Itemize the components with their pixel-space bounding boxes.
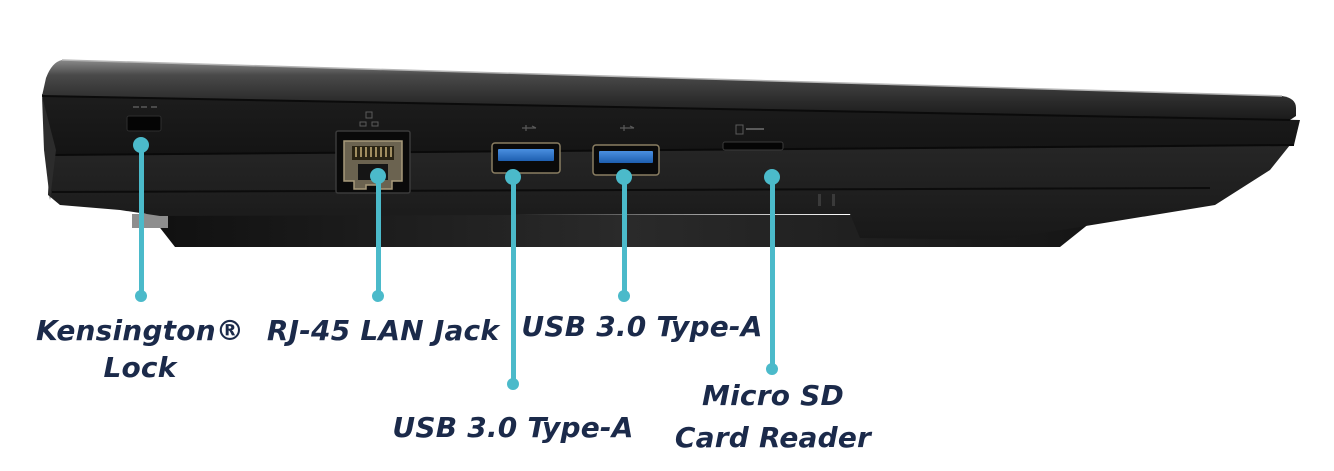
usb-port-2-icon bbox=[592, 125, 660, 176]
label-line: USB 3.0 Type-A bbox=[392, 411, 634, 444]
label-kensington-lock: Kensington® Lock bbox=[36, 312, 244, 386]
label-usb-2: USB 3.0 Type-A bbox=[521, 308, 762, 345]
label-line: USB 3.0 Type-A bbox=[521, 310, 763, 343]
callout-line-kensington bbox=[139, 145, 144, 296]
ethernet-port-icon bbox=[335, 111, 411, 194]
label-micro-sd: Micro SD Card Reader bbox=[675, 375, 871, 459]
callout-dot-usb-2 bbox=[616, 169, 632, 185]
callout-line-micro-sd bbox=[770, 177, 775, 369]
callout-dot-kensington bbox=[133, 137, 149, 153]
callout-end-usb-2 bbox=[618, 290, 630, 302]
callout-end-kensington bbox=[135, 290, 147, 302]
label-line: Micro SD bbox=[702, 379, 844, 412]
laptop-lid bbox=[41, 59, 1296, 121]
hinge-edge bbox=[42, 96, 56, 200]
callout-end-rj45 bbox=[372, 290, 384, 302]
laptop-side-view bbox=[41, 59, 1300, 247]
callout-line-usb-1 bbox=[511, 177, 516, 384]
callout-line-usb-2 bbox=[622, 177, 627, 296]
kensington-lock-slot-icon bbox=[126, 106, 162, 132]
callout-dot-micro-sd bbox=[764, 169, 780, 185]
label-line: Card Reader bbox=[674, 421, 872, 454]
callout-line-rj45 bbox=[376, 176, 381, 296]
callout-dot-usb-1 bbox=[505, 169, 521, 185]
label-line: Kensington® bbox=[35, 314, 245, 347]
micro-sd-slot-icon bbox=[722, 124, 784, 151]
label-usb-1: USB 3.0 Type-A bbox=[392, 409, 633, 446]
usb-port-1-icon bbox=[491, 125, 561, 174]
label-line: RJ-45 LAN Jack bbox=[266, 314, 500, 347]
callout-end-micro-sd bbox=[766, 363, 778, 375]
callout-end-usb-1 bbox=[507, 378, 519, 390]
label-rj45: RJ-45 LAN Jack bbox=[267, 312, 499, 349]
callout-dot-rj45 bbox=[370, 168, 386, 184]
label-line: Lock bbox=[103, 351, 177, 384]
